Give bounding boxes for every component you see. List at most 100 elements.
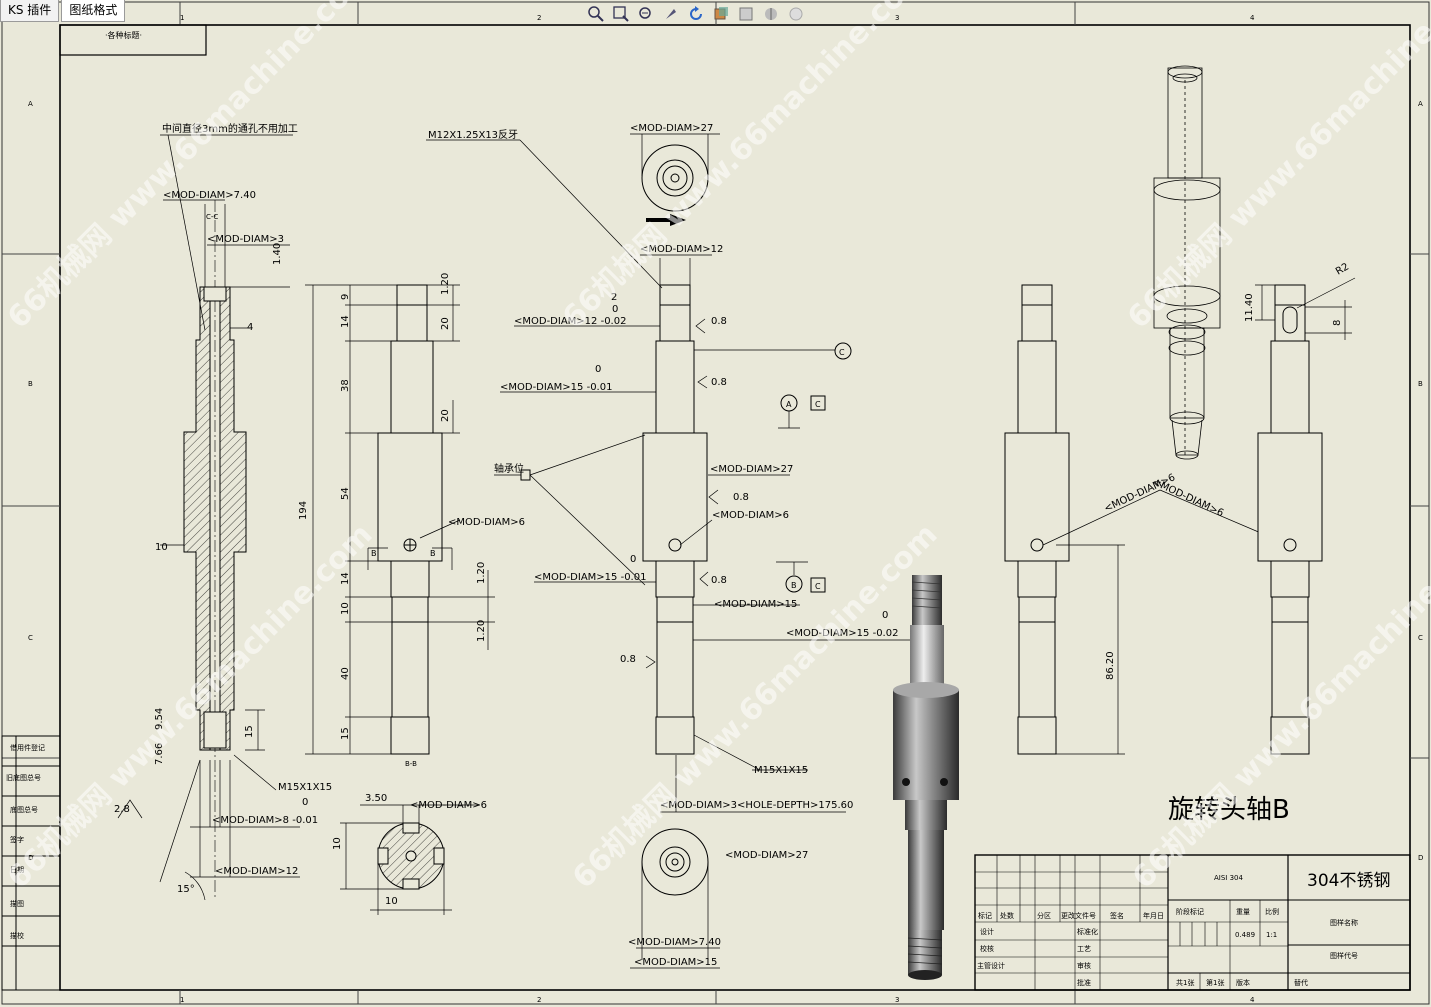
dim-9-54: 9.54 [154,708,165,730]
dim-10-section: 10 [332,837,343,850]
select-icon[interactable] [660,4,682,24]
right-side-view [1257,284,1323,755]
zone-bottom-4: 4 [1250,996,1255,1004]
dim-10-section-b: 10 [385,896,398,907]
dim-diam-6-right2: <MOD-DIAM>6 [1151,477,1225,520]
zone-right-a: A [1418,100,1423,108]
zone-top-4: 4 [1250,14,1255,22]
watermark: 66机械网 www.66machine.com [1,517,379,895]
dim-r2: R2 [1334,261,1351,277]
zone-left-a: A [28,100,33,108]
right-front-view [1004,284,1070,755]
side-block-item: 借用件登记 [10,743,45,752]
zone-right-c: C [1418,634,1423,642]
side-block-item: 描图 [10,899,24,908]
section-label-bb: B-B [405,760,417,768]
dim-3-50: 3.50 [365,793,387,804]
tab-ks-plugin[interactable]: KS 插件 [0,0,60,22]
dim-diam-12-center: <MOD-DIAM>12 [640,244,723,255]
zone-bottom-3: 3 [895,996,899,1004]
dim-diam-8-tol: 0 [302,797,308,808]
view-orientation-icon[interactable] [760,4,782,24]
dim-r-1-20: 1.20 [440,273,451,295]
section-view-bb [377,284,443,755]
tb-weight-value: 0.489 [1235,931,1255,939]
tb-header-col: 更改文件号 [1061,911,1096,920]
zone-right-b: B [1418,380,1423,388]
tb-material-code: AISI 304 [1214,874,1243,882]
roughness-2-8: 2.8 [114,804,130,815]
dim-diam-15-bottom: <MOD-DIAM>15 [634,957,717,968]
dim-diam-6-section: <MOD-DIAM>6 [410,800,487,811]
dim-38: 38 [340,379,351,392]
tb-scale-label: 比例 [1265,907,1279,916]
datum-a: A [786,400,792,409]
zoom-in-out-icon[interactable] [635,4,657,24]
dim-86-20: 86.20 [1105,651,1116,680]
dim-diam-15b-tol: 0 [630,554,636,565]
corner-box-label: ·各种标题· [105,30,142,40]
roughness-0-8-d: 0.8 [711,575,727,586]
tab-bar: KS 插件 图纸格式 [0,0,127,22]
note-through-hole: 中间直径3mm的通孔不用加工 [162,122,298,135]
cross-section-view [377,822,445,890]
zoom-area-icon[interactable] [610,4,632,24]
roughness-0-8-e: 0.8 [620,654,636,665]
tb-left-row: 设计 [980,927,994,936]
tb-header-col: 年月日 [1143,911,1164,920]
display-style-icon[interactable] [710,4,732,24]
section-view-icon[interactable] [735,4,757,24]
dim-diam-15a-tol: 0 [595,364,601,375]
roughness-0-8-b: 0.8 [711,377,727,388]
watermark: 66机械网 www.66machine.com [556,0,934,336]
dim-angle-15: 15° [177,884,195,895]
tab-sheet-format[interactable]: 图纸格式 [61,0,126,22]
side-block-item: 描校 [10,931,24,940]
tb-weight-label: 重量 [1236,908,1250,916]
dim-7-66: 7.66 [154,743,165,765]
wireframe-3d-view [1153,65,1221,460]
datum-b: B [791,581,797,590]
dim-diam-6-center: <MOD-DIAM>6 [712,510,789,521]
dim-11-40: 11.40 [1244,293,1255,322]
tb-mid-row: 审核 [1077,961,1091,970]
datum-box-c2: C [815,582,821,591]
dim-15b: 15 [340,727,351,740]
tb-mid-row: 批准 [1077,978,1091,987]
tb-mid-row: 工艺 [1077,945,1091,953]
dim-diam-12-left: <MOD-DIAM>12 [215,866,298,877]
tb-mid-row: 标准化 [1077,927,1098,936]
part-name: 旋转头轴B [1168,795,1290,825]
dim-r-20: 20 [440,317,451,330]
dim-54: 54 [340,487,351,500]
dim-9: 9 [340,294,351,300]
dim-diam-12-tol: <MOD-DIAM>12 -0.02 [514,316,626,327]
dim-194: 194 [298,501,309,520]
bearing-note: 轴承位 [494,462,524,475]
dim-8: 8 [1332,320,1343,326]
hole-depth-note: <MOD-DIAM>3<HOLE-DEPTH>175.60 [660,800,853,811]
tb-stage-label: 阶段标记 [1176,907,1204,916]
dim-diam-7-40: <MOD-DIAM>7.40 [163,190,256,201]
zoom-fit-icon[interactable] [585,4,607,24]
side-block-item: 底图总号 [10,805,38,814]
hide-show-icon[interactable] [785,4,807,24]
dim-diam-27-top: <MOD-DIAM>27 [630,123,713,134]
tb-header-col: 处数 [1000,911,1014,920]
dim-0: 0 [612,304,618,315]
datum-box-c: C [815,400,821,409]
section-label-cc: C-C [206,213,218,221]
thread-m12-note: M12X1.25X13反牙 [428,129,518,141]
dim-diam-15d: <MOD-DIAM>15 -0.02 [786,628,898,639]
dim-diam-8: <MOD-DIAM>8 -0.01 [212,815,318,826]
dim-15: 15 [244,725,255,738]
zone-top-3: 3 [895,14,899,22]
tb-header-col: 分区 [1037,911,1051,920]
datum-c-circle: C [839,348,845,357]
title-block [974,854,1411,991]
roughness-0-8-c: 0.8 [733,492,749,503]
section-arrow-b2: B [430,549,436,558]
rotate-icon[interactable] [685,4,707,24]
tb-header-col: 标记 [978,911,992,920]
